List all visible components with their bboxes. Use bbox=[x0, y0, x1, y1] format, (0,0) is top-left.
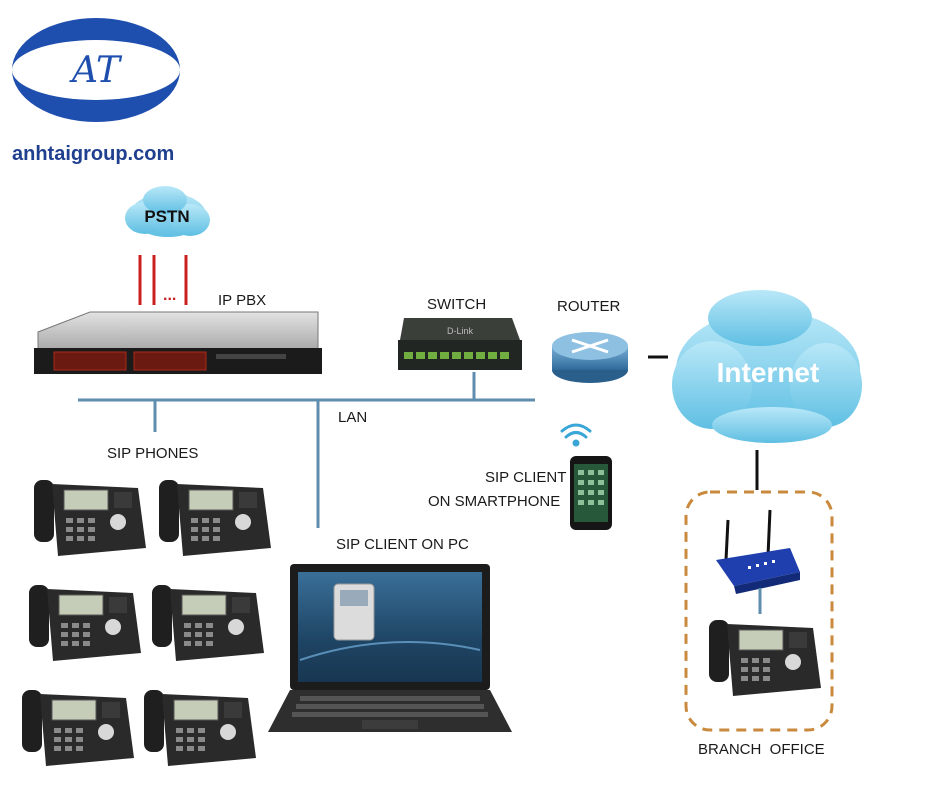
internet-cloud-icon bbox=[672, 290, 862, 443]
smartphone-icon bbox=[570, 456, 612, 530]
branch-office-label: BRANCH OFFICE bbox=[698, 741, 825, 758]
router-icon bbox=[552, 332, 628, 383]
ip-phone-icon bbox=[158, 479, 272, 557]
ip-phone-icon bbox=[21, 689, 135, 767]
logo-initials: AT bbox=[69, 50, 123, 91]
ip-phone-icon bbox=[33, 479, 147, 557]
switch-brand: D-Link bbox=[447, 326, 474, 336]
switch-label: SWITCH bbox=[427, 296, 486, 313]
ip-phone-icon bbox=[143, 689, 257, 767]
sip-phones-label: SIP PHONES bbox=[107, 445, 198, 462]
lan-lines bbox=[78, 372, 535, 528]
sip-client-pc-label: SIP CLIENT ON PC bbox=[336, 536, 469, 553]
sip-phones-group bbox=[21, 479, 272, 767]
server-icon bbox=[34, 311, 322, 374]
router-label: ROUTER bbox=[557, 298, 621, 315]
wireless-router-icon bbox=[716, 509, 800, 594]
pstn-lines bbox=[138, 255, 188, 305]
pstn-lines-more: ... bbox=[163, 287, 176, 304]
internet-label: Internet bbox=[717, 357, 820, 388]
company-logo[interactable]: AT bbox=[12, 18, 180, 122]
ip-phone-icon bbox=[151, 584, 265, 662]
laptop-icon: hp bbox=[268, 564, 512, 732]
lan-label: LAN bbox=[338, 409, 367, 426]
pstn-label: PSTN bbox=[144, 207, 189, 226]
logo-site-text: anhtaigroup.com bbox=[12, 143, 174, 165]
wifi-icon bbox=[560, 423, 592, 447]
sip-client-smartphone-label-2: ON SMARTPHONE bbox=[428, 493, 560, 510]
switch-icon: D-Link bbox=[398, 318, 522, 370]
ip-phone-icon bbox=[28, 584, 142, 662]
ip-pbx-label: IP PBX bbox=[218, 292, 266, 309]
pstn-cloud-icon bbox=[125, 186, 210, 237]
sip-client-smartphone-label-1: SIP CLIENT bbox=[485, 469, 566, 486]
ip-phone-icon bbox=[708, 619, 822, 697]
branch-office-border bbox=[684, 490, 834, 732]
